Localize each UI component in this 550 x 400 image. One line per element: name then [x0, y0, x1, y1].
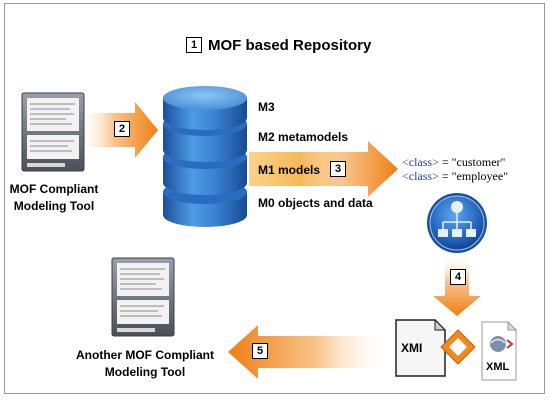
network-globe-icon	[427, 193, 487, 253]
xml-label: XML	[486, 361, 510, 373]
repository-cylinder	[163, 86, 247, 227]
xmi-document-icon	[395, 318, 447, 377]
tool-left-line2: Modeling Tool	[13, 199, 95, 213]
tool-bottom-caption: Another MOF Compliant Modeling Tool	[70, 347, 220, 381]
layer-m3-label: M3	[258, 100, 275, 114]
tool-bottom-line2: Modeling Tool	[104, 365, 186, 379]
layer-m2-label: M2 metamodels	[258, 130, 349, 144]
tool-left-line1: MOF Compliant	[9, 182, 99, 196]
code-line-employee: <class> = "employee"	[402, 169, 508, 184]
tool-bottom-line1: Another MOF Compliant	[76, 348, 214, 362]
step-5-badge: 5	[252, 343, 268, 359]
code-value: = "employee"	[438, 169, 509, 183]
layer-m0-label: M0 objects and data	[258, 196, 373, 210]
step-2-badge: 2	[114, 121, 130, 137]
xml-document-icon	[481, 320, 518, 381]
code-line-customer: <class> = "customer"	[402, 155, 505, 170]
tool-bottom-monitor	[111, 257, 175, 337]
arrow-step-3	[300, 141, 398, 197]
arrow-step-4	[433, 254, 481, 316]
step-3-badge: 3	[330, 161, 346, 177]
code-value: = "customer"	[438, 155, 506, 169]
tool-left-monitor	[21, 92, 85, 172]
step-4-badge: 4	[450, 269, 466, 285]
xmi-label: XMI	[401, 341, 423, 355]
page-title: MOF based Repository	[208, 37, 372, 54]
arrow-step-5	[228, 325, 390, 379]
conversion-icon	[440, 329, 476, 365]
code-tag: <class>	[402, 155, 439, 169]
code-tag: <class>	[402, 169, 439, 183]
step-1-badge: 1	[186, 37, 202, 53]
layer-m1-label: M1 models	[258, 163, 321, 177]
tool-left-caption: MOF Compliant Modeling Tool	[0, 181, 108, 215]
